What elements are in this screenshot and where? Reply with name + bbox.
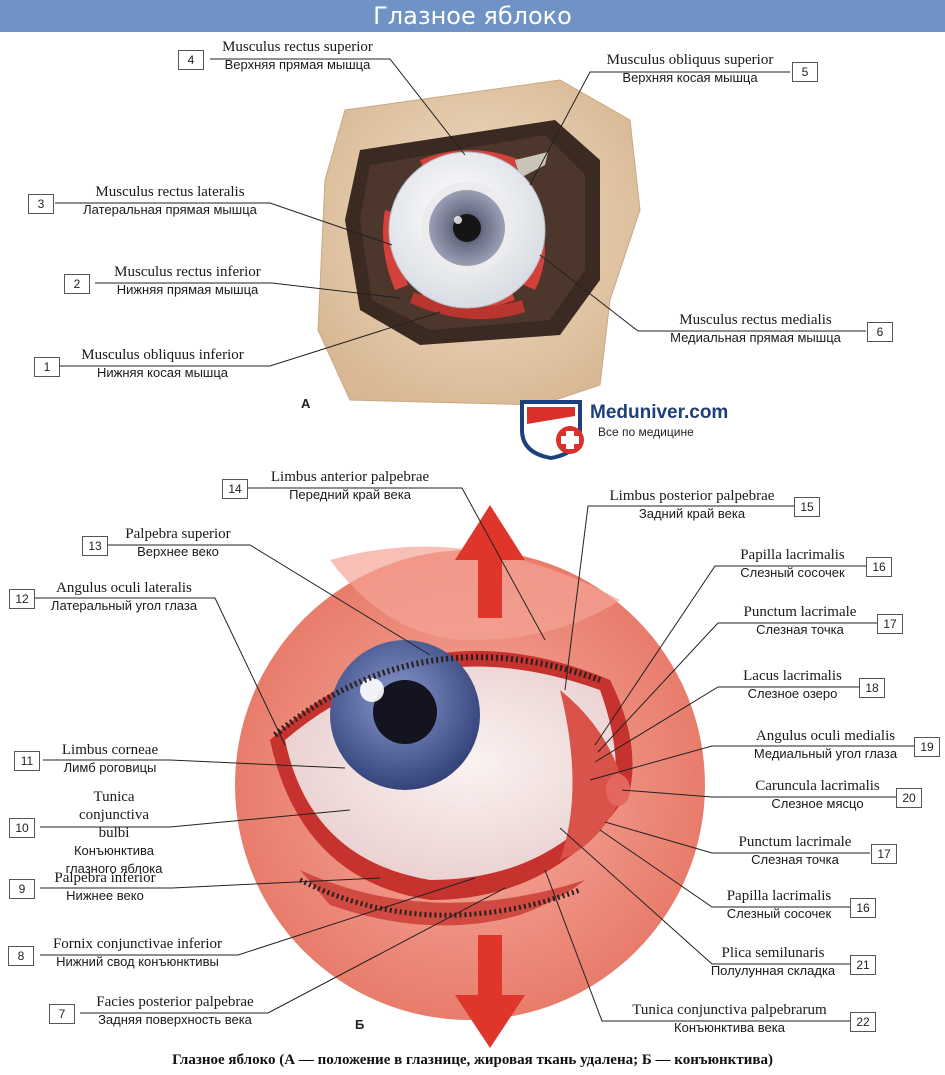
number-3: 3 xyxy=(28,194,54,214)
eye-region-drawing xyxy=(235,546,705,1020)
label-plica-semilunaris: Plica semilunaris Полулунная складка xyxy=(710,945,836,978)
number-17-upper: 17 xyxy=(877,614,903,634)
label-obliquus-superior: Musculus obliquus superior Верхняя косая… xyxy=(606,52,774,85)
number-1: 1 xyxy=(34,357,60,377)
page-title: Глазное яблоко xyxy=(373,2,572,30)
label-caruncula-lacrimalis: Caruncula lacrimalis Слезное мясцо xyxy=(755,778,880,811)
label-limbus-corneae: Limbus corneae Лимб роговицы xyxy=(61,742,159,775)
meduniver-logo xyxy=(520,400,584,460)
brand-tagline: Все по медицине xyxy=(598,425,694,439)
leader-lines-a xyxy=(55,58,866,367)
brand-name[interactable]: Meduniver.com xyxy=(590,402,729,423)
label-angulus-medialis: Angulus oculi medialis Медиальный угол г… xyxy=(753,728,898,761)
number-18: 18 xyxy=(859,678,885,698)
number-13: 13 xyxy=(82,536,108,556)
label-rectus-lateralis: Musculus rectus lateralis Латеральная пр… xyxy=(83,184,257,217)
number-15: 15 xyxy=(794,497,820,517)
number-11: 11 xyxy=(14,751,40,771)
number-9: 9 xyxy=(9,879,35,899)
number-12: 12 xyxy=(9,589,35,609)
number-8: 8 xyxy=(8,946,34,966)
label-lacus-lacrimalis: Lacus lacrimalis Слезное озеро xyxy=(743,668,842,701)
label-angulus-lateralis: Angulus oculi lateralis Латеральный угол… xyxy=(50,580,198,613)
panel-a-letter: А xyxy=(301,396,311,411)
label-fornix-inferior: Fornix conjunctivae inferior Нижний свод… xyxy=(52,936,223,969)
label-punctum-lacrimale-upper: Punctum lacrimale Слезная точка xyxy=(743,604,857,637)
number-20: 20 xyxy=(896,788,922,808)
label-papilla-lacrimalis-upper: Papilla lacrimalis Слезный сосочек xyxy=(740,547,845,580)
label-palpebra-inferior: Palpebra inferior Нижнее веко xyxy=(54,870,156,903)
number-19: 19 xyxy=(914,737,940,757)
number-16-lower: 16 xyxy=(850,898,876,918)
label-palpebra-superior: Palpebra superior Верхнее веко xyxy=(125,526,231,559)
number-16-upper: 16 xyxy=(866,557,892,577)
label-rectus-inferior: Musculus rectus inferior Нижняя прямая м… xyxy=(114,264,261,297)
number-4: 4 xyxy=(178,50,204,70)
number-7: 7 xyxy=(49,1004,75,1024)
label-facies-posterior: Facies posterior palpebrae Задняя поверх… xyxy=(96,994,254,1027)
number-14: 14 xyxy=(222,479,248,499)
figure-caption: Глазное яблоко (А — положение в глазнице… xyxy=(172,1052,773,1068)
label-limbus-posterior: Limbus posterior palpebrae Задний край в… xyxy=(609,488,775,521)
number-5: 5 xyxy=(792,62,818,82)
label-papilla-lacrimalis-lower: Papilla lacrimalis Слезный сосочек xyxy=(726,888,832,921)
label-limbus-anterior: Limbus anterior palpebrae Передний край … xyxy=(270,469,430,502)
retraction-arrows xyxy=(455,505,525,1048)
label-rectus-superior: Musculus rectus superior Верхняя прямая … xyxy=(222,39,373,72)
label-rectus-medialis: Musculus rectus medialis Медиальная прям… xyxy=(670,312,841,345)
number-10: 10 xyxy=(9,818,35,838)
title-bar xyxy=(0,0,945,32)
eyeball xyxy=(388,151,546,309)
number-17-lower: 17 xyxy=(871,844,897,864)
leader-lines-b xyxy=(35,487,916,1022)
label-punctum-lacrimale-lower: Punctum lacrimale Слезная точка xyxy=(738,834,852,867)
label-obliquus-inferior: Musculus obliquus inferior Нижняя косая … xyxy=(81,347,244,380)
number-22: 22 xyxy=(850,1012,876,1032)
label-conjunctiva-bulbi: Tunica conjunctiva bulbi Конъюнктива гла… xyxy=(65,789,163,876)
panel-b-letter: Б xyxy=(355,1017,365,1032)
number-6: 6 xyxy=(867,322,893,342)
number-21: 21 xyxy=(850,955,876,975)
number-2: 2 xyxy=(64,274,90,294)
label-conjunctiva-palpebrarum: Tunica conjunctiva palpebrarum Конъюнкти… xyxy=(632,1002,827,1035)
